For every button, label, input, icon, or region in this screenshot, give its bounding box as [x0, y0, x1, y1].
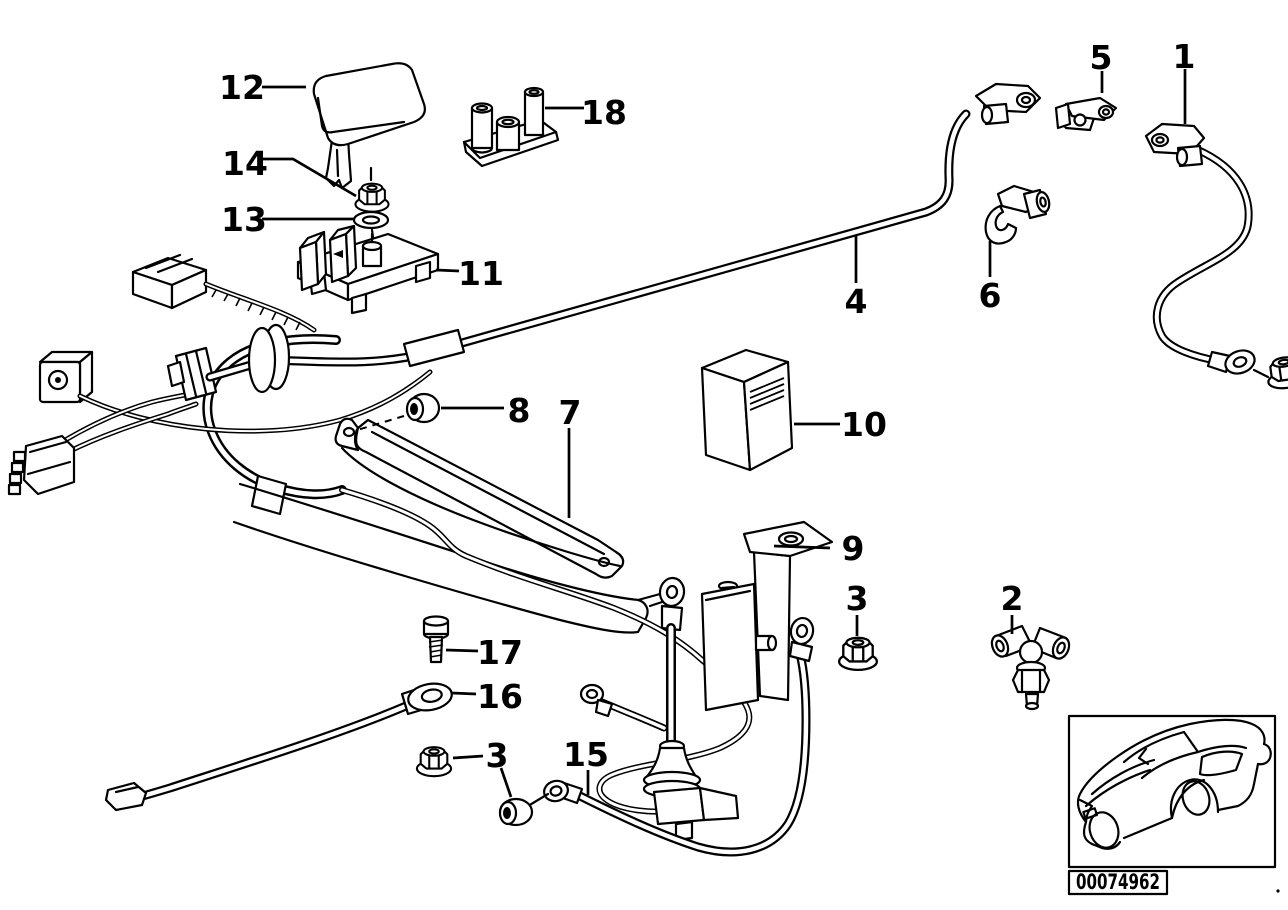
- part-3-flange-nut-right: [837, 636, 879, 672]
- car-thumbnail: 00074962: [1067, 714, 1280, 896]
- part-8-grommet-nut: [353, 392, 441, 432]
- part-9-bracket-assembly: [700, 520, 834, 712]
- part-6-cable-clamp: [984, 184, 1051, 245]
- part-label-2[interactable]: 2: [1001, 579, 1024, 618]
- part-label-5[interactable]: 5: [1090, 38, 1113, 77]
- part-label-17[interactable]: 17: [477, 633, 523, 672]
- period-dot: [1276, 889, 1280, 893]
- part-label-7[interactable]: 7: [559, 393, 582, 432]
- part-label-6[interactable]: 6: [979, 276, 1002, 315]
- diagram-id-text: 00074962: [1076, 870, 1160, 894]
- part-label-9[interactable]: 9: [842, 529, 865, 568]
- part-2-terminal-distributor: [990, 624, 1071, 711]
- part-label-10[interactable]: 10: [841, 405, 887, 444]
- part-4-positive-battery-cable: [205, 82, 1042, 394]
- part-label-1[interactable]: 1: [1173, 37, 1196, 76]
- leader-line-part-14: [263, 157, 357, 198]
- part-label-14[interactable]: 14: [222, 144, 268, 183]
- wiring-harness-left: [7, 253, 433, 516]
- car-outline-art: [1076, 718, 1272, 850]
- part-16-ground-strap: [104, 682, 453, 812]
- leader-line-part-17: [445, 648, 479, 653]
- part-label-13[interactable]: 13: [221, 200, 267, 239]
- part-15-negative-battery-cable: [543, 616, 815, 857]
- part-label-11[interactable]: 11: [458, 254, 504, 293]
- diagram-id-plate: [1067, 869, 1169, 896]
- leader-line-part-16: [451, 691, 477, 696]
- leader-line-part-11: [435, 268, 460, 273]
- part-3-flange-nut-left: [415, 746, 453, 778]
- part-label-12[interactable]: 12: [219, 68, 265, 107]
- part-3-ring-nut: [498, 792, 550, 827]
- part-12-fuse-cover: [312, 62, 426, 190]
- jumper-lead: [579, 683, 668, 732]
- leader-line-part-3: [452, 754, 484, 760]
- part-14-hex-nut: [354, 166, 390, 213]
- leader-line-part-9: [773, 544, 831, 550]
- part-18-terminal-block: [462, 86, 560, 168]
- part-17-screw: [422, 615, 450, 664]
- part-1-battery-cable: [1144, 122, 1288, 392]
- part-label-18[interactable]: 18: [581, 93, 627, 132]
- part-7-bracket-rail: [232, 417, 670, 634]
- part-label-8[interactable]: 8: [508, 391, 531, 430]
- part-label-3[interactable]: 3: [486, 736, 509, 775]
- leader-line-part-3: [499, 767, 513, 798]
- part-5-terminal-clamp: [1054, 96, 1118, 132]
- part-label-15[interactable]: 15: [563, 735, 609, 774]
- part-label-4[interactable]: 4: [845, 282, 868, 321]
- part-label-3[interactable]: 3: [846, 579, 869, 618]
- part-label-16[interactable]: 16: [477, 677, 523, 716]
- part-10-cover-box: [700, 348, 794, 472]
